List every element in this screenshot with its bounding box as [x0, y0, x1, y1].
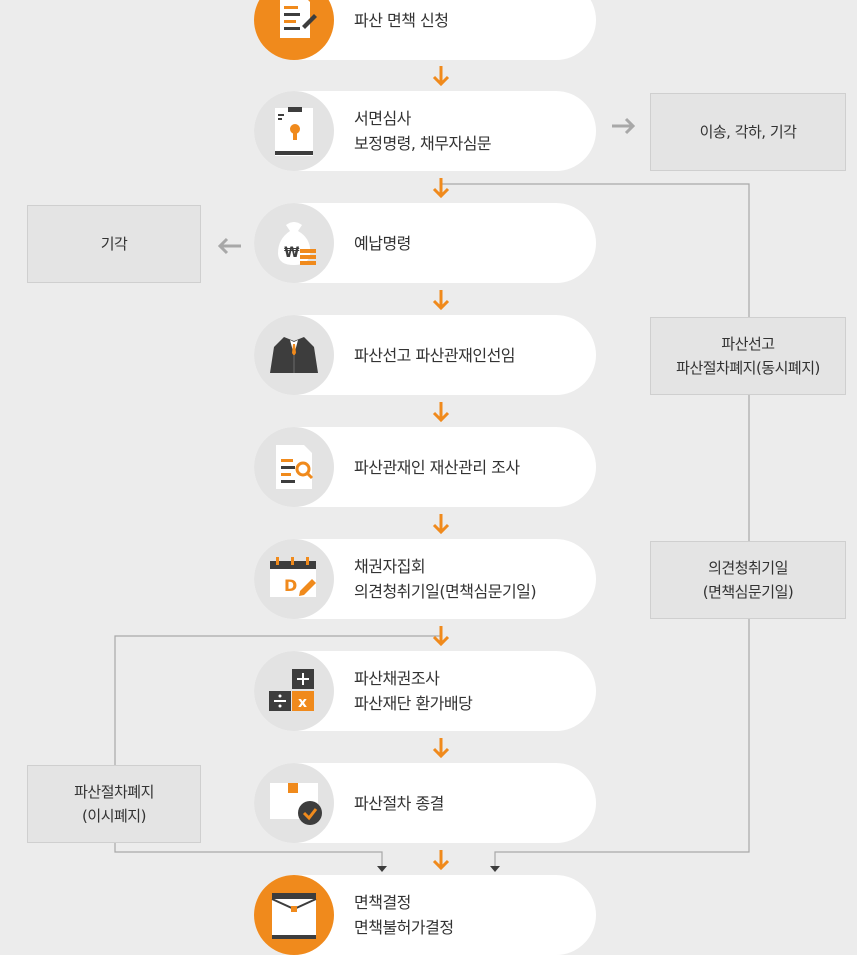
check-box-icon — [270, 783, 322, 825]
side-box-text: 파산절차폐지(동시폐지) — [676, 359, 820, 377]
step-icon-circle: D — [254, 539, 334, 619]
step-text-line: 파산 면책 신청 — [354, 10, 449, 30]
step-text-line: 보정명령, 채무자심문 — [354, 134, 492, 153]
step-label: 예납명령 — [354, 203, 589, 283]
archive-box-icon — [271, 893, 317, 939]
money-bag-icon: ₩ — [278, 222, 316, 265]
side-box-dismiss: 기각 — [27, 205, 201, 283]
step-bankruptcy-declaration: 파산선고 파산관재인선임 — [254, 315, 596, 395]
down-arrow-icon — [432, 626, 450, 647]
step-label: 파산관재인 재산관리 조사 — [354, 427, 589, 507]
down-arrow-icon — [432, 514, 450, 535]
document-search-icon — [276, 445, 314, 489]
step-text-line: 면책결정 — [354, 893, 411, 912]
calendar-icon: D — [270, 557, 316, 597]
step-text-line: 파산관재인 재산관리 조사 — [354, 457, 520, 477]
side-box-hearing-date: 의견청취기일 (면책심문기일) — [650, 541, 846, 619]
side-box-different-time-abolition: 파산절차폐지 (이시폐지) — [27, 765, 201, 843]
down-arrow-icon — [432, 738, 450, 759]
step-trustee-investigation: 파산관재인 재산관리 조사 — [254, 427, 596, 507]
step-label: 파산채권조사 파산재단 환가배당 — [354, 651, 589, 731]
svg-text:₩: ₩ — [284, 245, 300, 261]
keyhole-document-icon — [275, 107, 313, 156]
step-written-review: 서면심사 보정명령, 채무자심문 — [254, 91, 596, 171]
step-icon-circle — [254, 0, 334, 60]
step-discharge-decision: 면책결정 면책불허가결정 — [254, 875, 596, 955]
step-label: 면책결정 면책불허가결정 — [354, 875, 589, 955]
calculator-icon: x — [269, 669, 314, 711]
down-arrow-icon — [432, 850, 450, 871]
left-arrow-icon — [217, 237, 241, 255]
step-label: 서면심사 보정명령, 채무자심문 — [354, 91, 589, 171]
step-label: 파산선고 파산관재인선임 — [354, 315, 589, 395]
step-bankruptcy-application: 파산 면책 신청 — [254, 0, 596, 60]
step-text-line: 채권자집회 — [354, 557, 426, 576]
side-box-text: (이시폐지) — [82, 807, 146, 825]
step-label: 채권자집회 의견청취기일(면책심문기일) — [354, 539, 589, 619]
step-label: 파산절차 종결 — [354, 763, 589, 843]
step-icon-circle — [254, 763, 334, 843]
down-arrow-icon — [432, 402, 450, 423]
step-prepayment-order: ₩ 예납명령 — [254, 203, 596, 283]
down-arrow-icon — [432, 66, 450, 87]
step-text-line: 파산절차 종결 — [354, 793, 444, 813]
suit-jacket-icon — [270, 337, 318, 373]
svg-text:x: x — [298, 695, 307, 711]
step-creditors-meeting: D 채권자집회 의견청취기일(면책심문기일) — [254, 539, 596, 619]
step-text-line: 의견청취기일(면책심문기일) — [354, 582, 537, 601]
down-arrow-icon — [432, 178, 450, 199]
side-box-text: 의견청취기일 — [708, 559, 788, 577]
step-text-line: 파산선고 파산관재인선임 — [354, 345, 516, 365]
right-arrow-icon — [612, 117, 636, 135]
side-box-text: 파산선고 — [721, 335, 775, 353]
step-icon-circle: x — [254, 651, 334, 731]
step-icon-circle: ₩ — [254, 203, 334, 283]
step-text-line: 서면심사 — [354, 109, 411, 128]
step-claims-investigation: x 파산채권조사 파산재단 환가배당 — [254, 651, 596, 731]
side-box-text: 파산절차폐지 — [74, 783, 154, 801]
step-text-line: 파산재단 환가배당 — [354, 694, 473, 713]
side-box-text: 기각 — [100, 235, 128, 253]
step-text-line: 예납명령 — [354, 233, 411, 253]
side-box-text: (면책심문기일) — [702, 583, 794, 601]
down-arrow-icon — [432, 290, 450, 311]
step-icon-circle — [254, 315, 334, 395]
step-icon-circle — [254, 427, 334, 507]
step-text-line: 파산채권조사 — [354, 669, 440, 688]
side-box-simultaneous-abolition: 파산선고 파산절차폐지(동시폐지) — [650, 317, 846, 395]
step-text-line: 면책불허가결정 — [354, 918, 454, 937]
step-procedure-termination: 파산절차 종결 — [254, 763, 596, 843]
document-pen-icon — [280, 0, 317, 38]
step-icon-circle — [254, 875, 334, 955]
svg-text:D: D — [284, 576, 297, 595]
step-label: 파산 면책 신청 — [354, 0, 589, 60]
step-icon-circle — [254, 91, 334, 171]
side-box-text: 이송, 각하, 기각 — [699, 123, 797, 141]
side-box-transfer: 이송, 각하, 기각 — [650, 93, 846, 171]
